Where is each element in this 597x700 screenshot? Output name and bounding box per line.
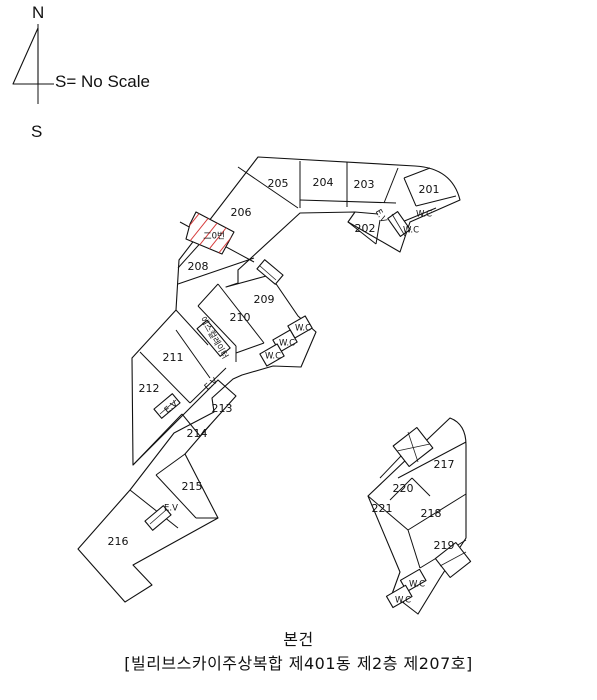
floor-plan: N S= No Scale S [12,3,472,615]
wall-line [347,221,377,245]
void-box [434,541,472,579]
room-206-label: 206 [231,206,252,219]
wc-box [259,343,285,367]
subject-unit-label: 二0번 [203,232,225,242]
room-203-label: 203 [354,178,375,191]
wc-label: W.C [265,352,281,362]
wall-line [383,167,399,204]
wall-line [129,489,179,529]
wall-line [411,477,431,497]
wall-line [403,167,431,179]
scale-label: S= No Scale [55,72,150,91]
escalator-box [256,259,284,285]
room-204-label: 204 [313,176,334,189]
south-label: S [31,122,42,141]
wall-line [407,493,467,531]
room-217-label: 217 [434,458,455,471]
wall-line [299,199,397,204]
ev-label: E.V [164,504,178,514]
wall-line [367,495,409,531]
void-cross [439,551,467,567]
north-arrow-icon [12,27,39,85]
wall-line [397,441,467,479]
wall-line [197,283,219,307]
wc-label: W.C [295,324,311,334]
escalator-arrow [159,399,177,415]
wall-line [175,309,209,346]
wc-label: W.C [409,580,425,590]
subject-unit-outline [185,211,235,255]
wc-label: W.C [416,210,432,220]
room-210-label: 210 [230,311,251,324]
room-209-label: 209 [254,293,275,306]
wall-line [189,367,227,404]
north-label: N [32,3,44,22]
wall-line [132,413,183,466]
wall-line [415,195,457,207]
wall-line [235,342,265,354]
wall-line [401,207,437,223]
escalator-box [153,393,181,419]
wall-line [237,166,299,209]
wc-label: W.C [395,596,411,606]
room-218-label: 218 [421,507,442,520]
room-205-label: 205 [268,177,289,190]
wall-line [177,257,255,285]
escalator-arrow [259,265,277,281]
wall-line [175,329,211,379]
wall-line [354,211,379,215]
escalator-arrow [149,509,167,525]
escalator-box [144,505,172,531]
void-cross [407,431,419,463]
room-202-label: 202 [355,222,376,235]
wall-line [407,529,421,569]
wall-line [155,474,197,519]
wall-line [403,177,417,207]
room-labels: 201 202 203 204 205 206 208 209 210 211 … [108,176,455,552]
wall-line [197,305,237,347]
room-214-label: 214 [187,427,208,440]
wall-line [375,219,381,245]
room-215-label: 215 [182,480,203,493]
escalator-arrow [391,213,406,237]
wall-line [155,453,186,476]
wall-line [181,413,201,437]
escalator-corridor [196,319,231,357]
secondary-building [367,417,472,615]
room-221-label: 221 [372,502,393,515]
caption-title: 본건 [283,630,314,649]
wall-line [389,477,413,501]
room-211-label: 211 [163,351,184,364]
room-219-label: 219 [434,539,455,552]
main-building [77,156,461,603]
room-216-label: 216 [108,535,129,548]
wc-label: W.C [279,339,295,349]
room-220-label: 220 [393,482,414,495]
wall-line [199,424,211,437]
room-208-label: 208 [188,260,209,273]
room-201-label: 201 [419,183,440,196]
room-212-label: 212 [139,382,160,395]
north-arrow-legend: N S= No Scale S [12,3,150,141]
wc-box [385,584,413,609]
wc-label: W.C [403,226,419,236]
wall-line [139,351,191,404]
room-213-label: 213 [212,402,233,415]
wall-line [217,283,265,344]
caption-address: [빌리브스카이주상복합 제401동 제2층 제207호] [124,654,473,673]
